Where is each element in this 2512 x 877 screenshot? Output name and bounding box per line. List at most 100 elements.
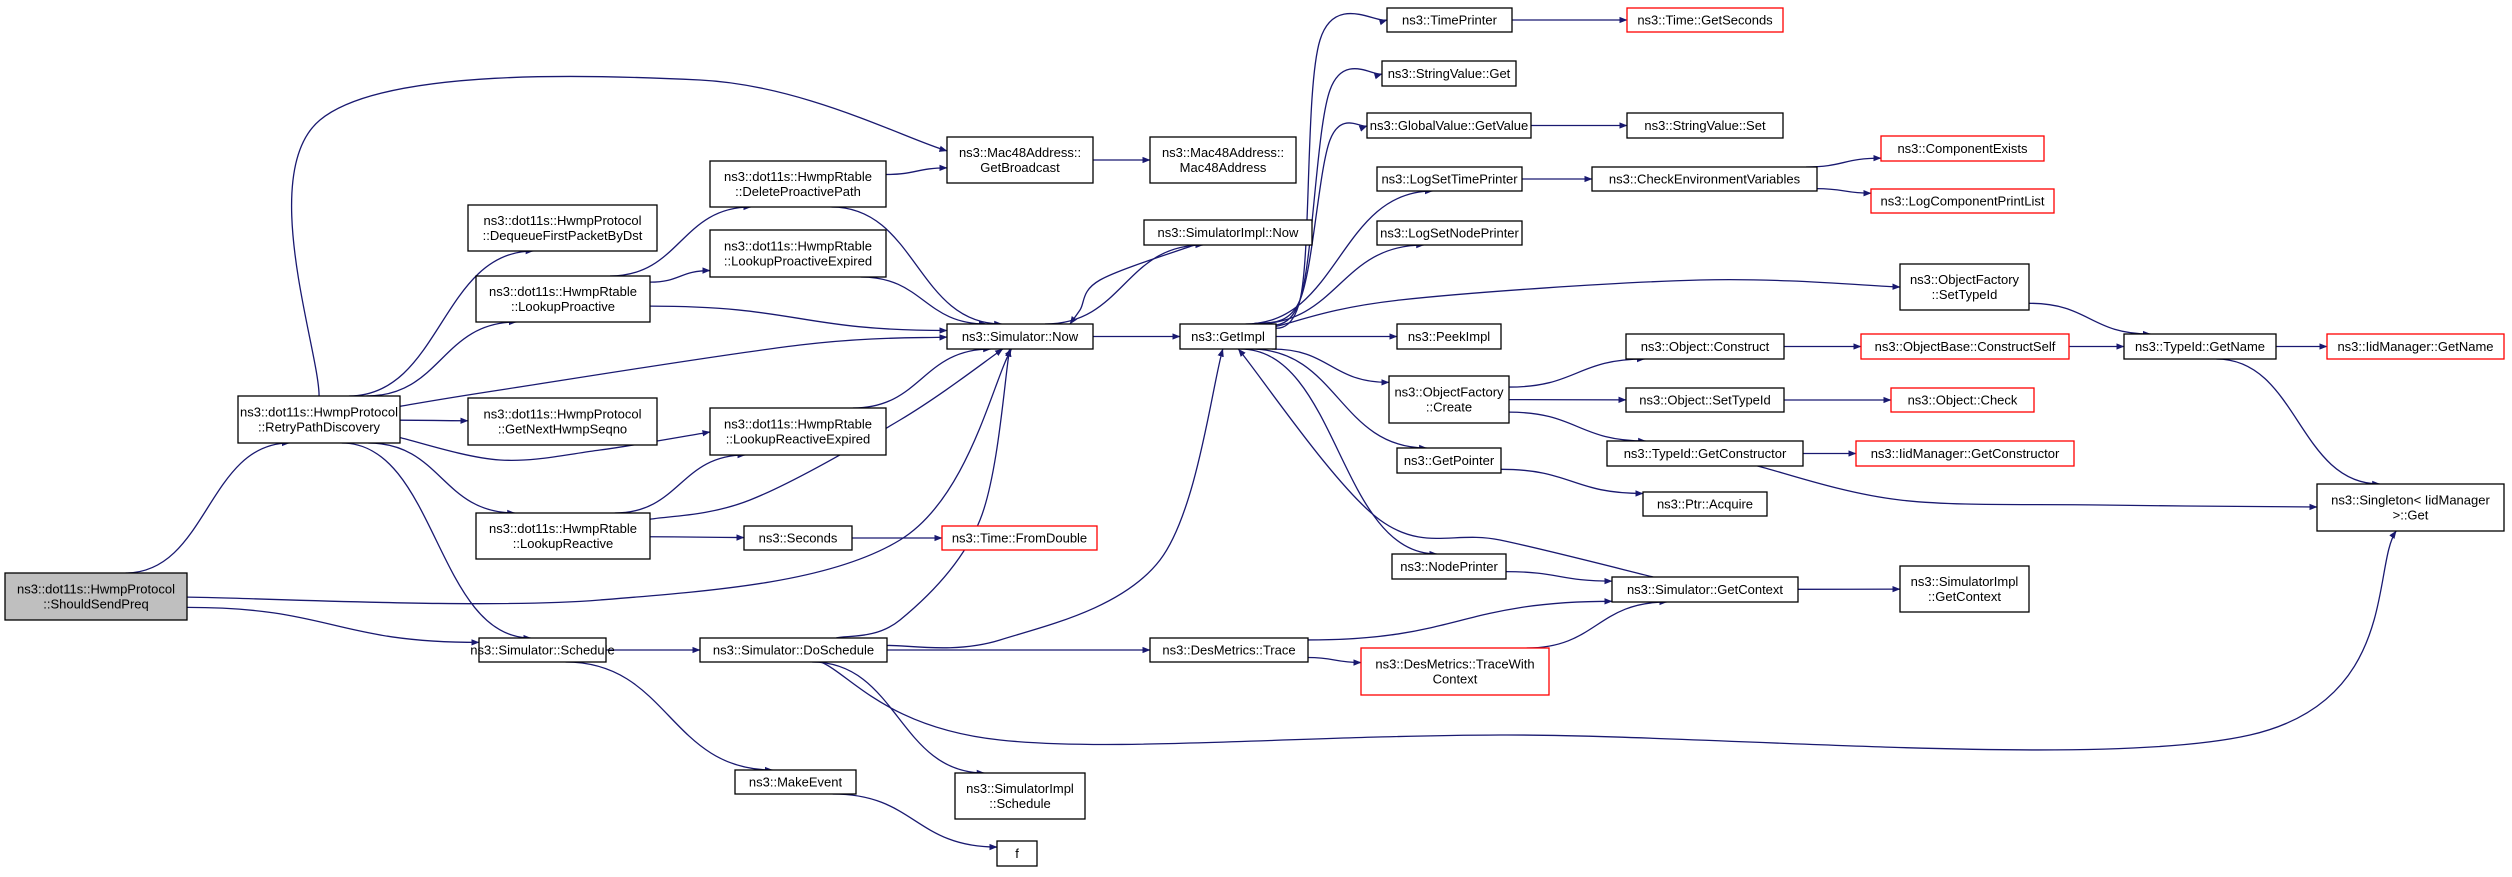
node-box[interactable]	[734, 769, 857, 795]
node-iidgetctor[interactable]: ns3::IidManager::GetConstructor	[1855, 440, 2075, 467]
node-box[interactable]	[743, 525, 853, 551]
node-box[interactable]	[1391, 553, 1507, 580]
node-lreaexp[interactable]: ns3::dot11s::HwmpRtable::LookupReactiveE…	[709, 407, 887, 456]
node-box[interactable]	[237, 395, 401, 444]
node-box[interactable]	[946, 323, 1094, 350]
node-box[interactable]	[699, 637, 888, 663]
node-compexists[interactable]: ns3::ComponentExists	[1880, 135, 2045, 162]
node-dosched[interactable]: ns3::Simulator::DoSchedule	[699, 637, 888, 663]
node-box[interactable]	[467, 397, 658, 446]
node-box[interactable]	[1143, 219, 1313, 246]
node-ptracq[interactable]: ns3::Ptr::Acquire	[1642, 491, 1768, 517]
node-ofsettid[interactable]: ns3::ObjectFactory::SetTypeId	[1899, 263, 2030, 311]
node-checkenv[interactable]: ns3::CheckEnvironmentVariables	[1591, 166, 1818, 192]
node-objcheck[interactable]: ns3::Object::Check	[1890, 387, 2035, 413]
node-simgetctx[interactable]: ns3::Simulator::GetContext	[1611, 576, 1799, 603]
node-obconstructself[interactable]: ns3::ObjectBase::ConstructSelf	[1860, 333, 2070, 360]
node-logcomplist[interactable]: ns3::LogComponentPrintList	[1870, 188, 2055, 214]
node-strset[interactable]: ns3::StringValue::Set	[1626, 112, 1784, 139]
node-box[interactable]	[1860, 333, 2070, 360]
node-box[interactable]	[1396, 323, 1502, 350]
node-singleton[interactable]: ns3::Singleton< IidManager >::Get	[2316, 483, 2505, 532]
node-lproexp[interactable]: ns3::dot11s::HwmpRtable::LookupProactive…	[709, 229, 887, 278]
node-box[interactable]	[1591, 166, 1818, 192]
node-lrea[interactable]: ns3::dot11s::HwmpRtable::LookupReactive	[475, 512, 651, 560]
node-implgetctx[interactable]: ns3::SimulatorImpl::GetContext	[1899, 565, 2030, 613]
node-box[interactable]	[478, 637, 607, 663]
node-box[interactable]	[475, 512, 651, 560]
node-box[interactable]	[2316, 483, 2505, 532]
node-box[interactable]	[1149, 637, 1309, 663]
node-secs[interactable]: ns3::Seconds	[743, 525, 853, 551]
node-ofcreate[interactable]: ns3::ObjectFactory::Create	[1388, 375, 1510, 424]
node-tidgetname[interactable]: ns3::TypeId::GetName	[2123, 333, 2277, 360]
node-sched[interactable]: ns3::Simulator::Schedule	[470, 637, 615, 663]
node-lognode[interactable]: ns3::LogSetNodePrinter	[1376, 220, 1523, 246]
node-box[interactable]	[954, 772, 1086, 820]
node-box[interactable]	[1381, 60, 1517, 87]
node-box[interactable]	[996, 840, 1038, 867]
node-box[interactable]	[946, 136, 1094, 184]
node-nextseq[interactable]: ns3::dot11s::HwmpProtocol::GetNextHwmpSe…	[467, 397, 658, 446]
node-strget[interactable]: ns3::StringValue::Get	[1381, 60, 1517, 87]
node-fromdbl[interactable]: ns3::Time::FromDouble	[941, 525, 1098, 551]
node-box[interactable]	[1179, 323, 1277, 350]
node-box[interactable]	[1855, 440, 2075, 467]
node-box[interactable]	[1625, 333, 1785, 360]
node-box[interactable]	[1386, 7, 1513, 33]
node-box[interactable]	[1376, 220, 1523, 246]
node-mkev[interactable]: ns3::MakeEvent	[734, 769, 857, 795]
node-iidgetname[interactable]: ns3::IidManager::GetName	[2326, 333, 2505, 360]
node-box[interactable]	[1899, 263, 2030, 311]
node-implsched[interactable]: ns3::SimulatorImpl::Schedule	[954, 772, 1086, 820]
node-box[interactable]	[1642, 491, 1768, 517]
node-objconstruct[interactable]: ns3::Object::Construct	[1625, 333, 1785, 360]
node-box[interactable]	[4, 572, 188, 621]
node-box[interactable]	[709, 229, 887, 278]
node-getsecs[interactable]: ns3::Time::GetSeconds	[1626, 7, 1784, 33]
node-box[interactable]	[1880, 135, 2045, 162]
node-box[interactable]	[475, 275, 651, 323]
node-box[interactable]	[2326, 333, 2505, 360]
node-delpro[interactable]: ns3::dot11s::HwmpRtable::DeleteProactive…	[709, 160, 887, 208]
node-box[interactable]	[1360, 647, 1550, 696]
node-tidgetctor[interactable]: ns3::TypeId::GetConstructor	[1606, 440, 1804, 467]
node-getptr[interactable]: ns3::GetPointer	[1396, 447, 1502, 474]
node-logtime[interactable]: ns3::LogSetTimePrinter	[1376, 166, 1523, 192]
node-box[interactable]	[1870, 188, 2055, 214]
node-box[interactable]	[1396, 447, 1502, 474]
node-box[interactable]	[1149, 136, 1297, 184]
node-getimpl[interactable]: ns3::GetImpl	[1179, 323, 1277, 350]
node-mac48[interactable]: ns3::Mac48Address::Mac48Address	[1149, 136, 1297, 184]
node-box[interactable]	[1388, 375, 1510, 424]
node-gvget[interactable]: ns3::GlobalValue::GetValue	[1366, 112, 1532, 139]
node-box[interactable]	[1890, 387, 2035, 413]
node-lpro[interactable]: ns3::dot11s::HwmpRtable::LookupProactive	[475, 275, 651, 323]
node-now[interactable]: ns3::Simulator::Now	[946, 323, 1094, 350]
node-retry[interactable]: ns3::dot11s::HwmpProtocol::RetryPathDisc…	[237, 395, 401, 444]
node-box[interactable]	[1626, 112, 1784, 139]
node-bcast[interactable]: ns3::Mac48Address::GetBroadcast	[946, 136, 1094, 184]
node-box[interactable]	[1611, 576, 1799, 603]
node-implnow[interactable]: ns3::SimulatorImpl::Now	[1143, 219, 1313, 246]
node-box[interactable]	[1899, 565, 2030, 613]
node-peek[interactable]: ns3::PeekImpl	[1396, 323, 1502, 350]
node-objsettid[interactable]: ns3::Object::SetTypeId	[1625, 387, 1785, 413]
node-box[interactable]	[1625, 387, 1785, 413]
node-box[interactable]	[941, 525, 1098, 551]
node-timeprinter[interactable]: ns3::TimePrinter	[1386, 7, 1513, 33]
node-box[interactable]	[467, 204, 658, 252]
node-deq[interactable]: ns3::dot11s::HwmpProtocol::DequeueFirstP…	[467, 204, 658, 252]
node-box[interactable]	[709, 407, 887, 456]
node-box[interactable]	[2123, 333, 2277, 360]
node-root[interactable]: ns3::dot11s::HwmpProtocol::ShouldSendPre…	[4, 572, 188, 621]
node-f[interactable]: f	[996, 840, 1038, 867]
node-nodeprinter[interactable]: ns3::NodePrinter	[1391, 553, 1507, 580]
node-box[interactable]	[1376, 166, 1523, 192]
node-box[interactable]	[1626, 7, 1784, 33]
node-box[interactable]	[709, 160, 887, 208]
node-box[interactable]	[1606, 440, 1804, 467]
node-box[interactable]	[1366, 112, 1532, 139]
node-destrace[interactable]: ns3::DesMetrics::Trace	[1149, 637, 1309, 663]
